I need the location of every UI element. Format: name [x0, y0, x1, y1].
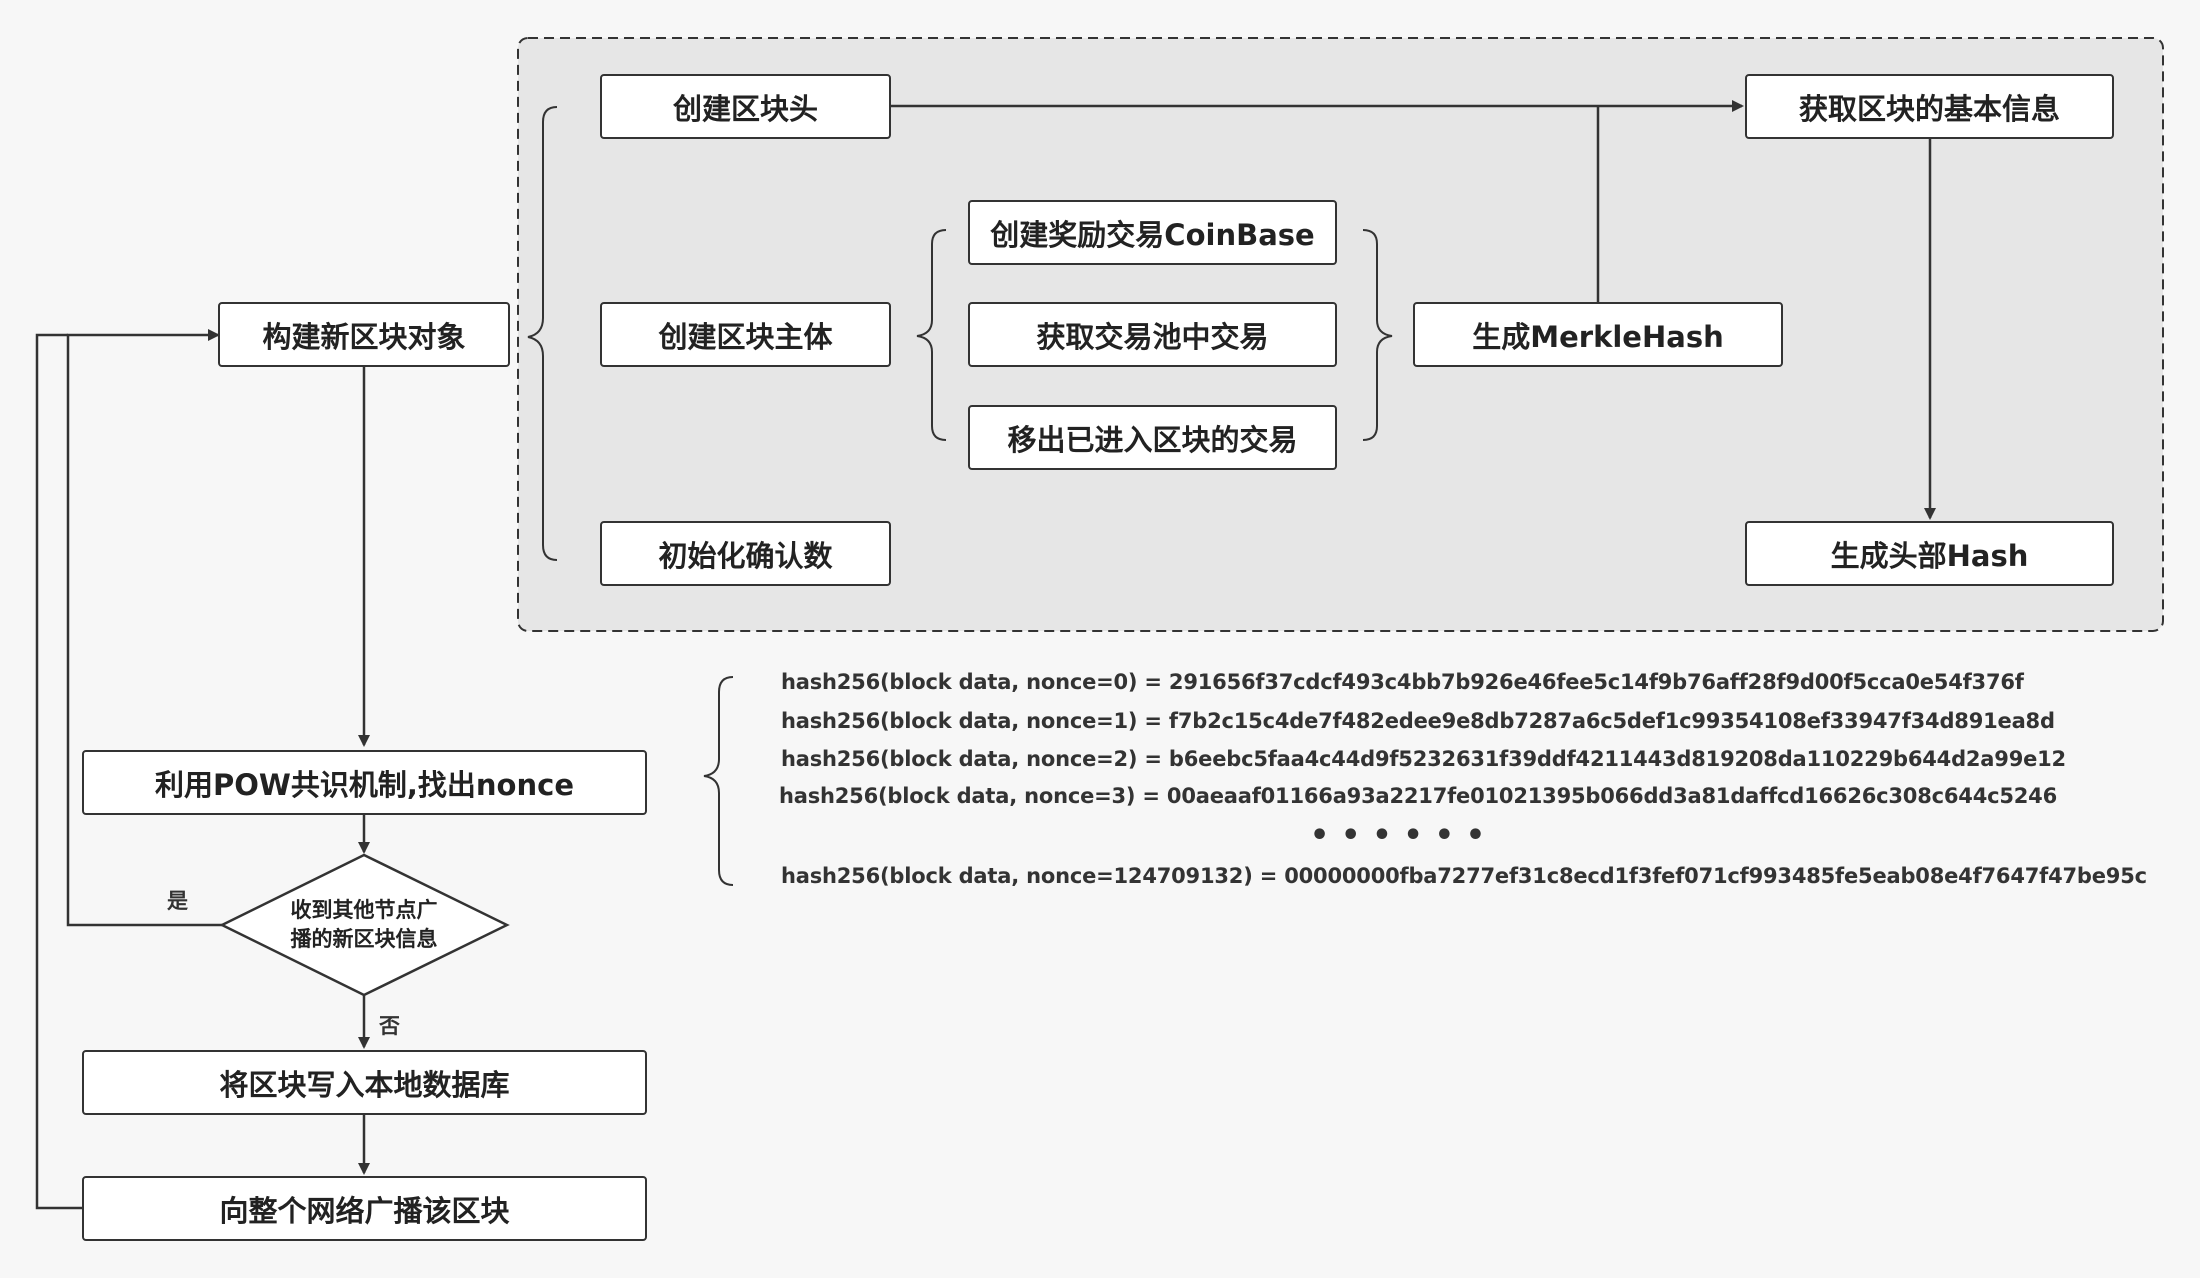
- hash-example-line: hash256(block data, nonce=0) = 291656f37…: [781, 670, 2024, 694]
- write-local-db-node: 将区块写入本地数据库: [82, 1050, 647, 1115]
- build-block-object-node: 构建新区块对象: [218, 302, 510, 367]
- get-pool-tx-node: 获取交易池中交易: [968, 302, 1337, 367]
- brace-block-parts: [527, 106, 558, 561]
- final-hash-line: hash256(block data, nonce=124709132) = 0…: [781, 864, 2147, 888]
- brace-body-transactions: [916, 229, 947, 441]
- block-info-node: 获取区块的基本信息: [1745, 74, 2114, 139]
- merkle-hash-node: 生成MerkleHash: [1413, 302, 1783, 367]
- yes-label: 是: [167, 889, 188, 913]
- decision-diamond: [219, 853, 510, 997]
- create-coinbase-node: 创建奖励交易CoinBase: [968, 200, 1337, 265]
- edge-decision-yes-loop: [66, 329, 222, 927]
- hash-example-line: hash256(block data, nonce=3) = 00aeaaf01…: [779, 784, 2058, 808]
- header-hash-node: 生成头部Hash: [1745, 521, 2114, 586]
- hash-example-line: hash256(block data, nonce=1) = f7b2c15c4…: [781, 709, 2055, 733]
- create-header-node: 创建区块头: [600, 74, 891, 139]
- init-confirmations-node: 初始化确认数: [600, 521, 891, 586]
- received-broadcast-label: 收到其他节点广 播的新区块信息: [290, 898, 438, 951]
- pow-find-nonce-node: 利用POW共识机制,找出nonce: [82, 750, 647, 815]
- ellipsis-dots: ••••••: [1310, 818, 1498, 853]
- broadcast-block-node: 向整个网络广播该区块: [82, 1176, 647, 1241]
- no-label: 否: [379, 1014, 400, 1038]
- brace-transactions-merkle: [1362, 229, 1393, 441]
- create-body-node: 创建区块主体: [600, 302, 891, 367]
- edge-broadcast-loop: [35, 333, 82, 1210]
- block-creation-group: [517, 37, 2164, 632]
- hash-example-line: hash256(block data, nonce=2) = b6eebc5fa…: [781, 747, 2066, 771]
- brace-hash-examples: [703, 676, 734, 886]
- remove-included-tx-node: 移出已进入区块的交易: [968, 405, 1337, 470]
